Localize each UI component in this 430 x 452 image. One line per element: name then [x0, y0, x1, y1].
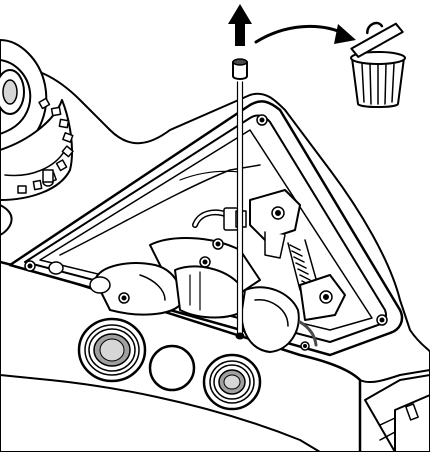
left-port	[77, 317, 147, 383]
right-port	[202, 353, 262, 411]
middle-port	[148, 344, 196, 392]
trash-can-icon	[350, 21, 406, 108]
front-ports	[77, 317, 262, 411]
plug-icon	[232, 58, 248, 80]
curved-arrow-icon	[254, 24, 356, 44]
internal-mechanism	[89, 189, 346, 353]
up-arrow-icon	[228, 4, 252, 46]
spring	[287, 239, 319, 291]
left-gear-assembly	[0, 39, 74, 236]
removal-guide	[235, 79, 245, 340]
